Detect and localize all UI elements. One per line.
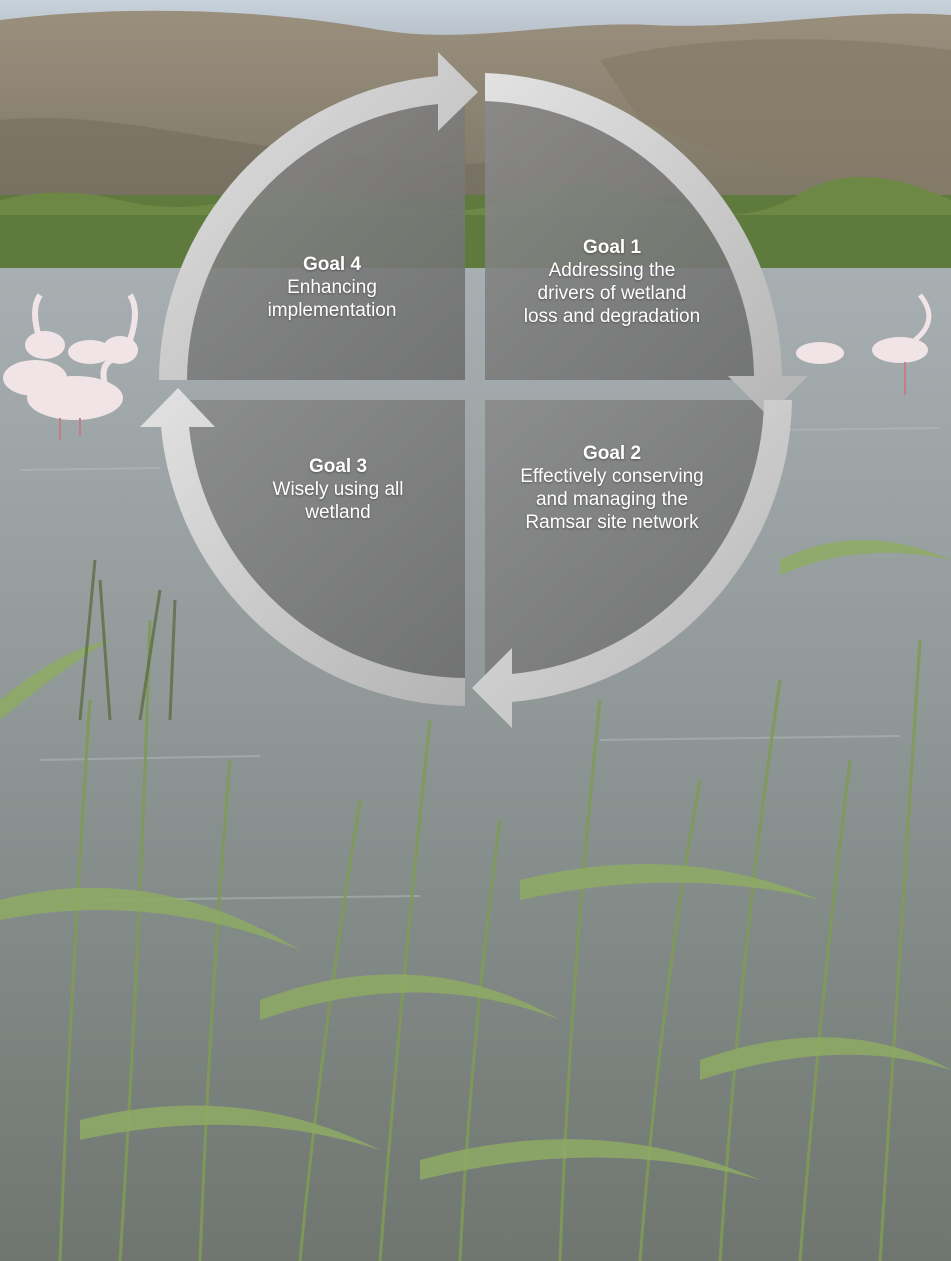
goal-1-line-2: drivers of wetland [537,283,687,304]
goal-4-title: Goal 4 [302,254,362,275]
goal-2-line-3: Ramsar site network [525,512,699,533]
goal-2-line-2: and managing the [535,489,689,510]
arrow-goal4-to-goal1 [159,52,478,380]
goal-1-quadrant [485,85,771,380]
goal-4-line-2: implementation [267,300,397,321]
hill-ridge [600,39,951,200]
goal-4-label: Goal 4 Enhancing implementation [212,253,452,322]
reeds-foreground [58,619,922,1261]
flamingos-left [3,293,138,420]
goal-2-quadrant [485,400,770,690]
goal-2-line-1: Effectively conserving [520,466,704,487]
lake-water [0,268,951,1261]
goal-1-line-1: Addressing the [548,260,676,281]
goal-3-title: Goal 3 [308,456,368,477]
goal-3-quadrant [175,400,465,690]
goal-1-label: Goal 1 Addressing the drivers of wetland… [492,236,732,328]
flamingo-legs-left [59,418,81,440]
goal-3-label: Goal 3 Wisely using all wetland [218,455,458,524]
arrow-goal3-to-goal4 [140,388,465,706]
cycle-diagram [140,52,808,728]
goal-3-line-1: Wisely using all [272,479,404,500]
arrow-goal2-to-goal3 [472,400,792,728]
goal-4-line-1: Enhancing [287,277,377,298]
goal-2-title: Goal 2 [582,443,642,464]
flamingos-right [796,293,932,364]
goal-2-label: Goal 2 Effectively conserving and managi… [492,442,732,534]
reed-clump-left [78,559,177,721]
goal-3-line-2: wetland [305,502,371,523]
reed-leaves [0,540,951,1180]
goal-1-line-3: loss and degradation [523,306,701,327]
arrow-goal1-to-goal2 [485,73,808,416]
goal-4-quadrant [175,85,465,380]
goal-1-title: Goal 1 [582,237,642,258]
